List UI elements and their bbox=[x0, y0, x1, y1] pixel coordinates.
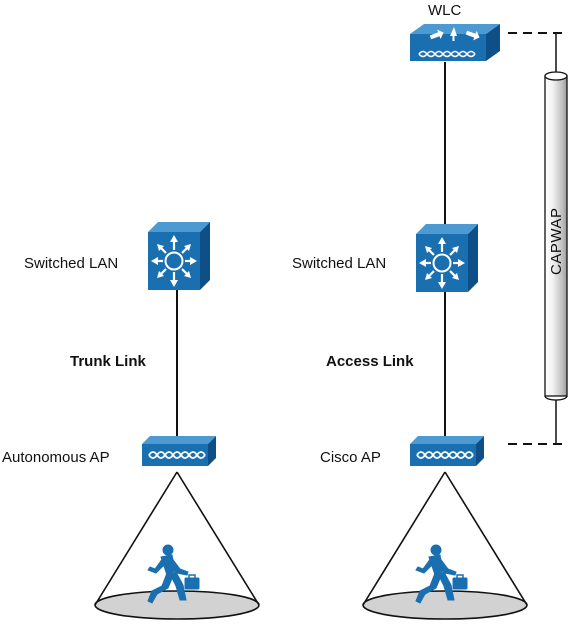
right-switch-label: Switched LAN bbox=[292, 255, 386, 272]
autonomous-ap-label: Autonomous AP bbox=[2, 449, 110, 466]
left-autonomous-architecture: Switched LAN Trunk Link Autonomous AP bbox=[2, 222, 260, 620]
wlc-label: WLC bbox=[428, 2, 462, 19]
capwap-tunnel: CAPWAP bbox=[508, 32, 568, 445]
right-mobile-user-icon bbox=[415, 544, 468, 604]
left-switch-label: Switched LAN bbox=[24, 255, 118, 272]
left-coverage-cone bbox=[94, 471, 260, 620]
access-link-label: Access Link bbox=[326, 353, 414, 370]
left-mobile-user-icon bbox=[147, 544, 200, 604]
left-switch-icon bbox=[148, 222, 210, 290]
wlc-icon bbox=[410, 24, 500, 61]
right-coverage-cone bbox=[362, 471, 528, 620]
cisco-ap-label: Cisco AP bbox=[320, 449, 381, 466]
capwap-label: CAPWAP bbox=[548, 208, 565, 275]
right-switch-icon bbox=[416, 224, 478, 292]
right-split-mac-architecture: WLC Switched LAN Access L bbox=[292, 2, 568, 620]
cisco-ap-icon bbox=[410, 436, 484, 466]
trunk-link-label: Trunk Link bbox=[70, 353, 147, 370]
autonomous-ap-icon bbox=[142, 436, 216, 466]
